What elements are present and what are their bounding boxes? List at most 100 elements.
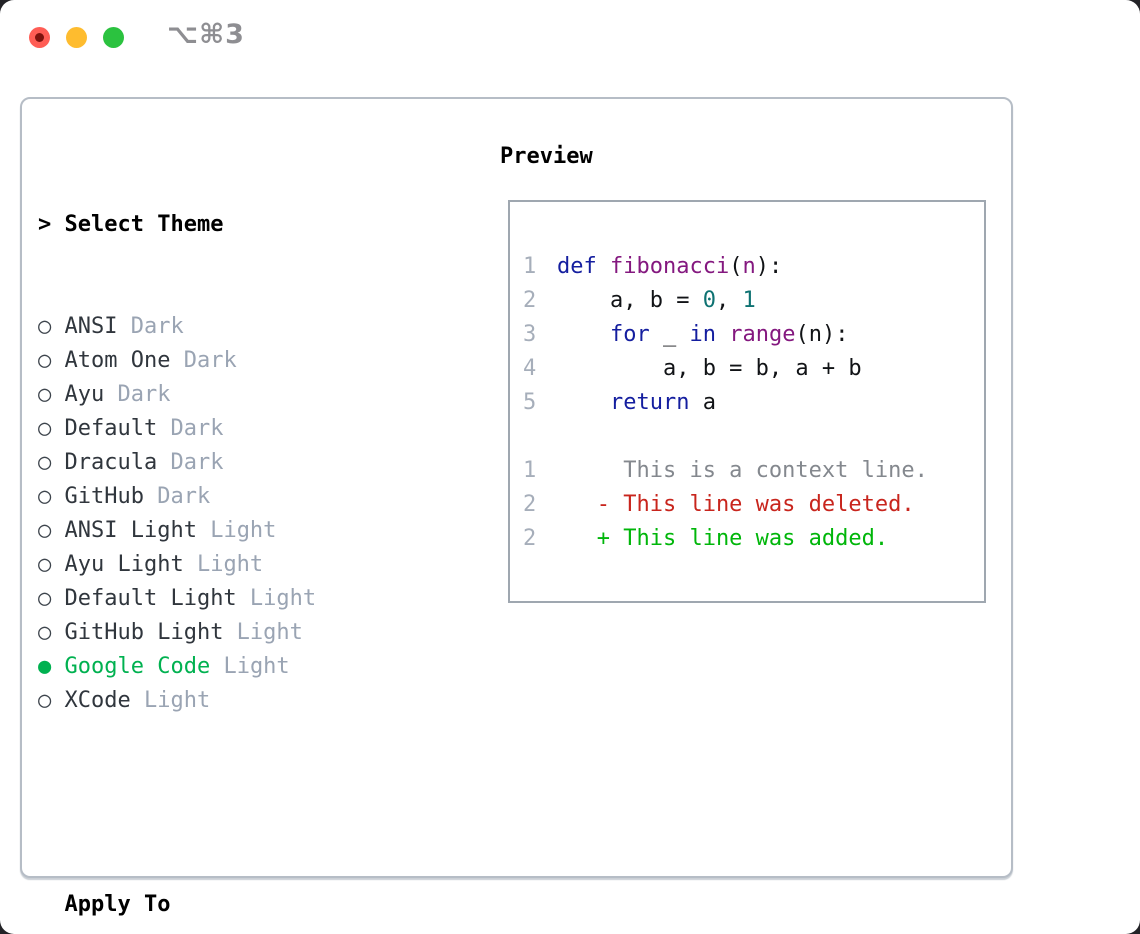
- radio-unselected-icon: ○: [38, 382, 52, 407]
- line-number: 3: [523, 322, 537, 347]
- theme-item-dracula[interactable]: ○ Dracula Dark: [38, 446, 409, 480]
- code-token: return: [609, 390, 690, 415]
- close-button[interactable]: [29, 27, 50, 48]
- apply-to-label: Apply To: [64, 892, 171, 917]
- code-content: def fibonacci(n):: [557, 250, 782, 284]
- theme-item-default[interactable]: ○ Default Dark: [38, 412, 409, 446]
- diff-content: + This line was added.: [557, 526, 889, 551]
- theme-item-github[interactable]: ○ GitHub Dark: [38, 480, 409, 514]
- theme-item-name: Default: [51, 416, 158, 441]
- line-number: 4: [523, 356, 537, 381]
- code-token: [716, 322, 729, 347]
- theme-options: ○ ANSI Dark○ Atom One Dark○ Ayu Dark○ De…: [38, 310, 409, 718]
- code-token: in: [689, 322, 716, 347]
- code-content: a, b = b, a + b: [557, 352, 862, 386]
- theme-variant-badge: Light: [183, 552, 264, 577]
- code-token: 1: [742, 288, 756, 313]
- radio-unselected-icon: ○: [38, 416, 52, 441]
- radio-unselected-icon: ○: [38, 450, 52, 475]
- theme-item-google-code[interactable]: ● Google Code Light: [38, 650, 409, 684]
- code-token: (: [729, 254, 743, 279]
- theme-item-name: ANSI Light: [51, 518, 197, 543]
- spacer: [510, 420, 984, 454]
- theme-item-xcode[interactable]: ○ XCode Light: [38, 684, 409, 718]
- theme-variant-badge: Dark: [157, 450, 224, 475]
- radio-unselected-icon: ○: [38, 348, 52, 373]
- code-token: [557, 322, 610, 347]
- window-title: ⌥⌘3: [167, 19, 245, 50]
- diff-line-context: 1 This is a context line.: [510, 454, 984, 488]
- theme-variant-badge: Dark: [104, 382, 171, 407]
- line-number: 2: [523, 526, 537, 551]
- theme-item-name: Ayu: [51, 382, 105, 407]
- theme-variant-badge: Light: [210, 654, 290, 679]
- zoom-button[interactable]: [103, 27, 124, 48]
- select-theme-label: Select Theme: [64, 212, 224, 237]
- diff-content: - This line was deleted.: [557, 492, 915, 517]
- diff-preview: 1 This is a context line.2 - This line w…: [510, 454, 984, 556]
- theme-variant-badge: Dark: [117, 314, 184, 339]
- theme-item-name: Ayu Light: [51, 552, 184, 577]
- theme-item-name: XCode: [51, 688, 131, 713]
- theme-item-name: Google Code: [51, 654, 211, 679]
- theme-item-atom-one[interactable]: ○ Atom One Dark: [38, 344, 409, 378]
- spacer: [38, 786, 409, 820]
- theme-item-name: Default Light: [51, 586, 237, 611]
- code-token: ,: [715, 288, 743, 313]
- code-token: ):: [755, 254, 783, 279]
- theme-item-default-light[interactable]: ○ Default Light Light: [38, 582, 409, 616]
- code-line: 2 a, b = 0, 1: [510, 284, 984, 318]
- diff-line-added: 2 + This line was added.: [510, 522, 984, 556]
- line-number: 1: [523, 254, 537, 279]
- apply-to-header: Apply To: [38, 888, 409, 922]
- radio-unselected-icon: ○: [38, 620, 52, 645]
- theme-item-name: Dracula: [51, 450, 158, 475]
- radio-unselected-icon: ○: [38, 552, 52, 577]
- code-line: 1 def fibonacci(n):: [510, 250, 984, 284]
- theme-item-name: GitHub Light: [51, 620, 224, 645]
- code-token: 0: [702, 288, 716, 313]
- radio-unselected-icon: ○: [38, 518, 52, 543]
- diff-content: This is a context line.: [557, 458, 928, 483]
- theme-variant-badge: Dark: [157, 416, 224, 441]
- line-number: 1: [523, 458, 537, 483]
- theme-item-github-light[interactable]: ○ GitHub Light Light: [38, 616, 409, 650]
- code-line: 5 return a: [510, 386, 984, 420]
- theme-item-ansi[interactable]: ○ ANSI Dark: [38, 310, 409, 344]
- theme-item-name: Atom One: [51, 348, 171, 373]
- theme-item-ansi-light[interactable]: ○ ANSI Light Light: [38, 514, 409, 548]
- preview-label: Preview: [500, 144, 593, 169]
- line-number: 2: [523, 288, 537, 313]
- line-number: 5: [523, 390, 537, 415]
- code-line: 3 for _ in range(n):: [510, 318, 984, 352]
- diff-line-deleted: 2 - This line was deleted.: [510, 488, 984, 522]
- code-content: for _ in range(n):: [557, 318, 848, 352]
- radio-unselected-icon: ○: [38, 314, 52, 339]
- code-line: 4 a, b = b, a + b: [510, 352, 984, 386]
- radio-unselected-icon: ○: [38, 688, 52, 713]
- code-token: [597, 254, 610, 279]
- theme-variant-badge: Light: [196, 518, 277, 543]
- theme-selector-panel: > Select Theme ○ ANSI Dark○ Atom One Dar…: [20, 97, 1013, 917]
- code-token: n: [742, 254, 756, 279]
- radio-unselected-icon: ○: [38, 484, 52, 509]
- code-token: def: [557, 254, 597, 279]
- theme-item-name: ANSI: [51, 314, 118, 339]
- code-content: return a: [557, 386, 716, 420]
- code-token: a: [689, 390, 716, 415]
- theme-item-name: GitHub: [51, 484, 144, 509]
- radio-unselected-icon: ○: [38, 586, 52, 611]
- code-token: [557, 390, 610, 415]
- theme-item-ayu-light[interactable]: ○ Ayu Light Light: [38, 548, 409, 582]
- radio-selected-icon: ●: [38, 654, 52, 679]
- code-token: _: [649, 322, 690, 347]
- code-token: a, b = b, a + b: [557, 356, 862, 381]
- minimize-button[interactable]: [66, 27, 87, 48]
- code-token: for: [609, 322, 650, 347]
- theme-list: > Select Theme ○ ANSI Dark○ Atom One Dar…: [38, 140, 409, 934]
- code-token: (n):: [795, 322, 849, 347]
- theme-item-ayu[interactable]: ○ Ayu Dark: [38, 378, 409, 412]
